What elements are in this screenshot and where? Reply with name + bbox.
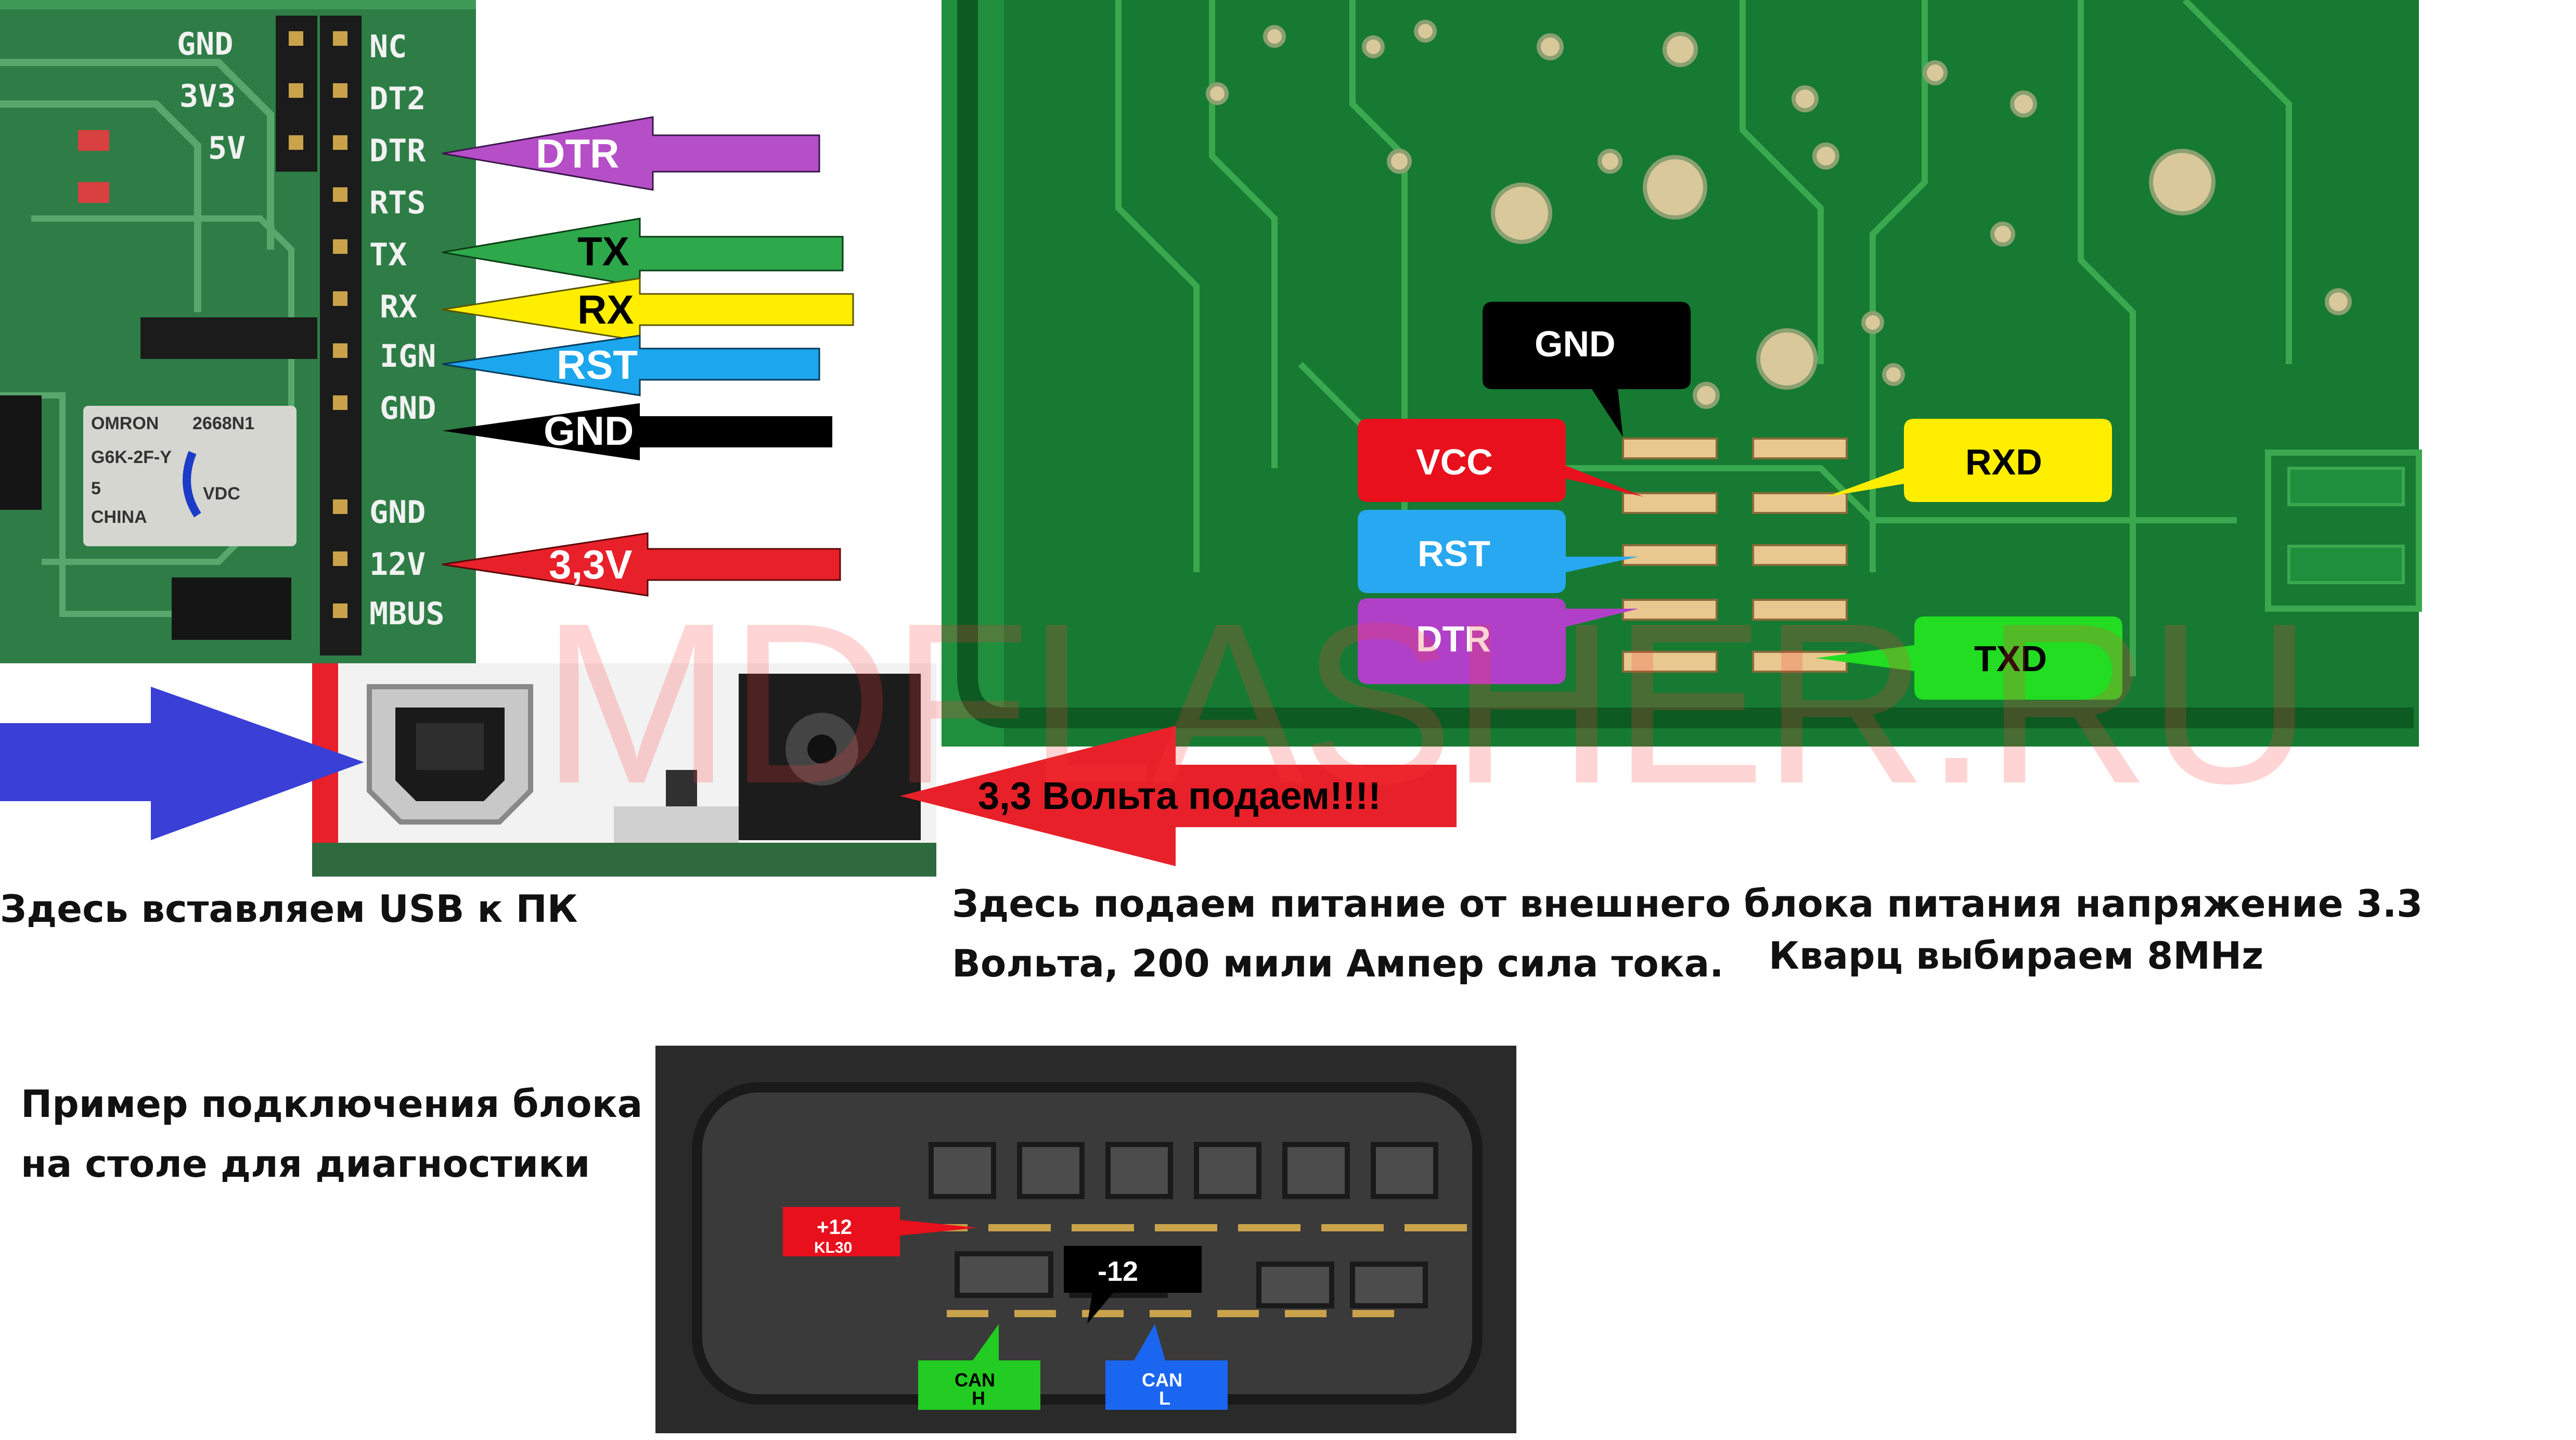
relay-origin: CHINA xyxy=(91,507,147,527)
arrow-gnd-label: GND xyxy=(544,408,634,454)
arrow-3v3 xyxy=(442,532,841,597)
svg-text:GND: GND xyxy=(1535,324,1616,364)
watermark: MDFLASHER.RU xyxy=(541,576,2312,831)
pin-label-5v: 5V xyxy=(208,130,246,166)
pin-label-gnd-2: GND xyxy=(369,494,426,531)
power-caption-line2: Вольта, 200 мили Ампер сила тока. xyxy=(952,942,1724,985)
callout-minus12: -12 xyxy=(1064,1246,1202,1324)
relay-voltage: 5 xyxy=(91,479,101,498)
svg-text:+12: +12 xyxy=(817,1216,852,1239)
svg-text:TXD: TXD xyxy=(1974,638,2047,679)
callout-vcc: VCC xyxy=(1358,419,1644,502)
relay-model: G6K-2F-Y xyxy=(91,447,172,467)
callout-txd: TXD xyxy=(1815,616,2122,700)
pin-label-12v: 12V xyxy=(369,546,426,583)
arrow-rx-label: RX xyxy=(577,287,634,332)
relay-brand: OMRON xyxy=(91,414,159,433)
callout-rst: RST xyxy=(1358,510,1639,593)
callout-can-l: CAN L xyxy=(1105,1324,1228,1410)
pin-label-tx: TX xyxy=(369,237,407,273)
pin-label-rts: RTS xyxy=(369,185,426,221)
example-caption-line1: Пример подключения блока xyxy=(21,1082,643,1126)
usb-arrow xyxy=(0,687,364,840)
svg-text:RST: RST xyxy=(1418,533,1490,574)
svg-text:KL30: KL30 xyxy=(814,1239,852,1256)
pin-label-nc: NC xyxy=(369,29,407,65)
svg-text:-12: -12 xyxy=(1098,1256,1138,1287)
callout-rxd: RXD xyxy=(1826,419,2112,502)
callout-can-h: CAN H xyxy=(918,1324,1040,1410)
svg-text:DTR: DTR xyxy=(1416,619,1491,659)
callout-plus12-kl30: +12 KL30 xyxy=(783,1207,978,1256)
arrow-dtr-label: DTR xyxy=(536,131,619,176)
pin-label-gnd-left: GND xyxy=(177,26,233,62)
callout-dtr: DTR xyxy=(1358,598,1639,684)
power-arrow xyxy=(900,726,1457,866)
relay-vdc: VDC xyxy=(203,484,240,504)
svg-text:CAN: CAN xyxy=(1142,1369,1182,1391)
arrow-rst xyxy=(442,335,820,396)
svg-text:CAN: CAN xyxy=(955,1369,995,1391)
pin-label-3v3: 3V3 xyxy=(179,78,236,114)
usb-caption: Здесь вставляем USB к ПК xyxy=(0,887,578,931)
power-caption-line1: Здесь подаем питание от внешнего блока п… xyxy=(952,882,2423,925)
arrow-gnd xyxy=(442,403,832,460)
power-arrow-label: 3,3 Вольта подаем!!!! xyxy=(978,774,1381,817)
svg-text:RXD: RXD xyxy=(1965,442,2042,482)
relay-code: 2668N1 xyxy=(192,414,254,433)
callout-gnd: GND xyxy=(1483,302,1691,437)
svg-text:L: L xyxy=(1159,1387,1170,1409)
pin-label-ign: IGN xyxy=(380,338,436,375)
arrow-rst-label: RST xyxy=(557,342,638,388)
example-caption-line2: на столе для диагностики xyxy=(21,1142,590,1186)
svg-text:H: H xyxy=(972,1387,985,1409)
pin-label-gnd-1: GND xyxy=(380,390,436,427)
quartz-caption: Кварц выбираем 8MHz xyxy=(1769,934,2264,978)
arrow-dtr xyxy=(442,116,820,191)
svg-text:VCC: VCC xyxy=(1416,442,1493,482)
pin-label-dtr: DTR xyxy=(369,133,426,169)
arrow-3v3-label: 3,3V xyxy=(549,542,632,587)
pin-label-rx: RX xyxy=(380,289,417,325)
arrow-tx-label: TX xyxy=(577,228,629,274)
pin-label-mbus: MBUS xyxy=(369,596,445,632)
pin-label-dt2: DT2 xyxy=(369,81,426,117)
